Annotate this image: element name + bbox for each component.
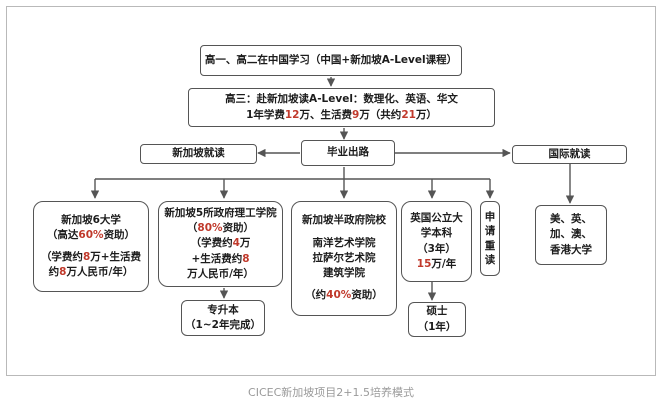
semi-gov-title: 新加坡半政府院校	[302, 214, 386, 227]
reapply-char-4: 读	[484, 253, 496, 266]
six-univ-living-number: 8	[59, 266, 67, 279]
uk-fee-number: 15	[416, 257, 432, 270]
international-study-label: 国际就读	[548, 147, 591, 160]
gaosan-line2: 1年学费12万、生活费9万（共约21万）	[246, 108, 437, 123]
poly-title: 新加坡5所政府理工学院	[164, 206, 277, 219]
semi-gov-subsidy-number: 40%	[326, 289, 352, 302]
gaosan-living-label: 万、生活费	[299, 108, 353, 121]
semi-gov-subsidy-post: 资助）	[351, 289, 383, 302]
graduation-label: 毕业出路	[327, 146, 369, 159]
graduation-box: 毕业出路	[301, 140, 395, 166]
intl-univ-l2: 加、澳、	[550, 228, 592, 241]
poly-subsidy: （80%资助）	[187, 221, 254, 236]
six-university-box: 新加坡6大学 （高达60%资助） （学费约8万+生活费 约8万人民币/年）	[33, 201, 149, 292]
international-study-box: 国际就读	[512, 145, 627, 164]
poly-cost-c: +生活费约	[191, 252, 243, 265]
six-univ-subsidy-number: 60%	[78, 228, 104, 241]
gaosan-line1: 高三：赴新加坡读A-Level：数理化、英语、华文	[225, 93, 458, 106]
poly-subsidy-number: 80%	[197, 222, 223, 235]
upgrade-line1: 专升本	[207, 303, 239, 316]
master-line1: 硕士	[426, 305, 448, 318]
master-line2: （1年）	[417, 320, 457, 333]
gaosan-living-number: 9	[352, 108, 360, 121]
upgrade-line2: （1~2年完成）	[185, 319, 261, 331]
upgrade-box: 专升本 （1~2年完成）	[181, 300, 265, 336]
poly-fee-number: 4	[232, 237, 240, 250]
polytechnic-box: 新加坡5所政府理工学院 （80%资助） （学费约4万 +生活费约8 万人民币/年）	[158, 201, 283, 287]
six-univ-cost-c: 约	[48, 266, 60, 279]
gaosan-box: 高三：赴新加坡读A-Level：数理化、英语、华文 1年学费12万、生活费9万（…	[188, 88, 495, 127]
poly-cost-line1: （学费约4万	[191, 236, 251, 251]
six-univ-fee-number: 8	[82, 251, 91, 263]
uk-l1: 英国公立大	[410, 212, 463, 225]
poly-living-number: 8	[242, 252, 250, 265]
six-univ-title: 新加坡6大学	[61, 213, 121, 226]
reapply-box: 申 请 重 读	[480, 201, 500, 276]
poly-subsidy-post: 资助）	[222, 222, 255, 235]
figure-caption: CICEC新加坡项目2+1.5培养模式	[248, 386, 414, 399]
poly-cost-b: 万	[239, 237, 251, 250]
six-univ-cost-line2: 约8万人民币/年）	[49, 265, 134, 280]
semi-gov-subsidy: （约40%资助）	[305, 288, 383, 303]
master-box: 硕士 （1年）	[408, 302, 466, 337]
poly-cost-d: 万人民币/年）	[187, 267, 254, 280]
uk-fee-post: 万/年	[431, 257, 457, 270]
semi-gov-l2: 拉萨尔艺术院	[312, 251, 376, 264]
gaosan-total-number: 21	[401, 108, 416, 121]
singapore-study-label: 新加坡就读	[172, 147, 225, 160]
six-univ-cost-line1: （学费约8万+生活费	[41, 250, 141, 265]
semi-gov-l3: 建筑学院	[323, 267, 365, 280]
gaosan-total-unit: 万）	[415, 108, 437, 121]
intl-univ-l1: 美、英、	[550, 213, 592, 226]
intl-univ-l3: 香港大学	[550, 243, 592, 256]
semi-government-box: 新加坡半政府院校 南洋艺术学院 拉萨尔艺术院 建筑学院 （约40%资助）	[291, 201, 397, 316]
top-box-label: 高一、高二在中国学习（中国+新加坡A-Level课程）	[204, 53, 458, 66]
gaosan-total-label: 万（共约	[359, 108, 402, 121]
six-univ-subsidy: （高达60%资助）	[47, 228, 135, 243]
international-university-box: 美、英、 加、澳、 香港大学	[535, 205, 607, 265]
semi-gov-l1: 南洋艺术学院	[312, 236, 376, 249]
poly-cost-line2: +生活费约8 万人民币/年）	[159, 252, 282, 282]
six-univ-subsidy-post: 资助）	[103, 228, 136, 241]
reapply-char-1: 申	[484, 211, 496, 224]
uk-university-box: 英国公立大 学本科 （3年） 15万/年	[401, 201, 472, 282]
top-box: 高一、高二在中国学习（中国+新加坡A-Level课程）	[200, 45, 462, 76]
poly-subsidy-pre: （	[186, 222, 198, 235]
poly-cost-a: （学费约	[190, 237, 233, 250]
six-univ-cost-d: 万人民币/年）	[66, 266, 134, 279]
reapply-char-2: 请	[484, 225, 496, 238]
uk-fee: 15万/年	[417, 257, 456, 272]
uk-l3: （3年）	[417, 242, 456, 255]
singapore-study-box: 新加坡就读	[140, 144, 257, 164]
semi-gov-subsidy-pre: （约	[305, 289, 327, 302]
six-univ-cost-b: 万+生活费	[90, 251, 142, 263]
reapply-char-3: 重	[484, 239, 496, 252]
gaosan-fee-label: 1年学费	[246, 108, 285, 121]
gaosan-fee-number: 12	[284, 108, 300, 121]
uk-l2: 学本科	[420, 227, 453, 240]
six-univ-cost-a: （学费约	[40, 251, 83, 263]
six-univ-subsidy-pre: （高达	[46, 228, 79, 241]
